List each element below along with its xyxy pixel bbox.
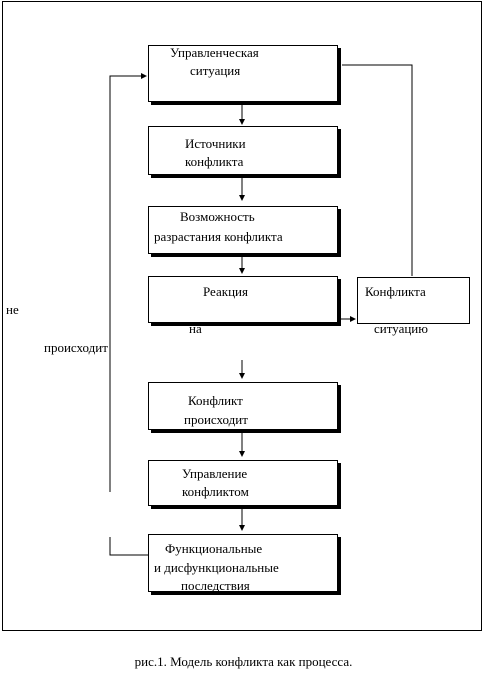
management-line1: Управление — [182, 466, 248, 481]
box-management-situation — [148, 45, 338, 102]
box-conflict-occurs — [148, 382, 338, 430]
sources-line1: Источники — [185, 136, 246, 151]
situation-line2: ситуация — [190, 63, 241, 78]
loop-label-ne: не — [6, 302, 19, 317]
box-conflict-management — [148, 460, 338, 506]
sources-line2: конфликта — [185, 154, 244, 169]
conflict-side-line1: Конфликта — [365, 284, 426, 299]
feedback-right — [342, 64, 413, 276]
consequences-line3: последствия — [181, 578, 250, 593]
management-line2: конфликтом — [182, 484, 249, 499]
consequences-line2: и дисфункциональные — [154, 560, 279, 575]
box-escalation — [148, 206, 338, 254]
escalation-line2: разрастания конфликта — [154, 229, 283, 244]
situation-line1: Управленческая — [170, 45, 259, 60]
figure-frame — [2, 1, 482, 631]
box-consequences — [148, 534, 338, 592]
conflict-side-line2: ситуацию — [374, 321, 428, 336]
box-reaction — [148, 276, 338, 323]
escalation-line1: Возможность — [180, 209, 255, 224]
reaction-line2: на — [189, 321, 202, 336]
occurs-line2: происходит — [184, 412, 248, 427]
box-conflict-sources — [148, 126, 338, 175]
loop-label-occurs: происходит — [44, 340, 108, 355]
consequences-line1: Функциональные — [165, 541, 263, 556]
feedback-left — [109, 537, 148, 556]
occurs-line1: Конфликт — [188, 393, 243, 408]
feedback-left-up — [109, 73, 147, 492]
reaction-line1: Реакция — [203, 284, 248, 299]
box-conflict-side — [357, 277, 470, 324]
figure-caption: рис.1. Модель конфликта как процесса. — [134, 654, 353, 669]
